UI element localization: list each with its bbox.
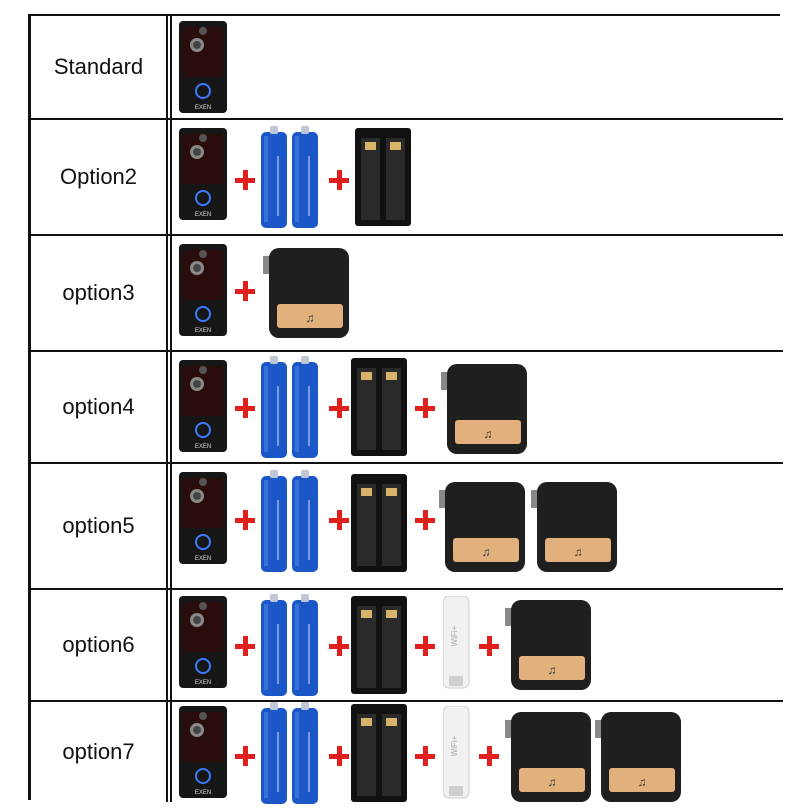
plus-icon <box>329 170 349 190</box>
battery-image <box>261 126 287 228</box>
plus-icon <box>235 281 255 301</box>
svg-text:EXEN: EXEN <box>195 444 211 450</box>
battery-image <box>261 470 287 572</box>
battery-image <box>292 594 318 696</box>
battery-image <box>261 702 287 804</box>
charger-image <box>351 474 407 572</box>
charger-image <box>351 358 407 456</box>
charger-image <box>351 704 407 802</box>
plus-icon <box>415 746 435 766</box>
music-note-icon: ♫ <box>482 545 491 559</box>
brand-text: EXEN <box>195 105 211 111</box>
wifi-extender-image: WiFi+ <box>443 596 470 689</box>
row-label: option7 <box>31 702 168 802</box>
row-label: option6 <box>31 590 168 700</box>
plus-icon <box>329 510 349 530</box>
plus-icon <box>235 170 255 190</box>
music-note-icon: ♫ <box>548 663 557 677</box>
doorbell-image: EXEN <box>179 472 227 565</box>
chime-image: ♫ <box>531 482 617 572</box>
battery-image <box>292 126 318 228</box>
svg-text:EXEN: EXEN <box>195 680 211 686</box>
options-table: Standard EXEN Option2 EXEN option3 EXEN … <box>28 14 783 804</box>
wifi-extender-image: WiFi+ <box>443 706 470 799</box>
plus-icon <box>415 510 435 530</box>
plus-icon <box>235 746 255 766</box>
svg-text:EXEN: EXEN <box>195 790 211 796</box>
doorbell-image: EXEN <box>179 128 227 221</box>
chime-image: ♫ <box>595 712 681 802</box>
chime-image: ♫ <box>505 712 591 802</box>
svg-text:EXEN: EXEN <box>195 328 211 334</box>
doorbell-image: EXEN <box>179 244 227 337</box>
plus-icon <box>329 398 349 418</box>
doorbell-image: EXEN <box>179 706 227 799</box>
plus-icon <box>479 636 499 656</box>
plus-icon <box>329 746 349 766</box>
chime-image: ♫ <box>505 600 591 690</box>
table-row: Option2 EXEN <box>31 120 783 236</box>
charger-image <box>355 128 411 226</box>
battery-image <box>261 594 287 696</box>
row-label: option5 <box>31 464 168 588</box>
table-row: option6 EXEN WiFi+ ♫ <box>31 590 783 702</box>
battery-image <box>292 702 318 804</box>
doorbell-image: EXEN <box>179 360 227 453</box>
row-label: option4 <box>31 352 168 462</box>
doorbell-image: EXEN <box>179 21 227 114</box>
extender-text: WiFi+ <box>450 625 459 646</box>
table-row: Standard EXEN <box>31 16 783 120</box>
battery-image <box>261 356 287 458</box>
plus-icon <box>479 746 499 766</box>
plus-icon <box>415 398 435 418</box>
chime-image: ♫ <box>263 248 349 338</box>
charger-image <box>351 596 407 694</box>
svg-text:EXEN: EXEN <box>195 212 211 218</box>
music-note-icon: ♫ <box>306 311 315 325</box>
chime-image: ♫ <box>441 364 527 454</box>
table-row: option3 EXEN ♫ <box>31 236 783 352</box>
svg-text:EXEN: EXEN <box>195 556 211 562</box>
plus-icon <box>329 636 349 656</box>
music-note-icon: ♫ <box>548 775 557 789</box>
music-note-icon: ♫ <box>484 427 493 441</box>
table-row: option7 EXEN WiFi+ ♫ ♫ <box>31 702 783 804</box>
row-label: option3 <box>31 236 168 350</box>
music-note-icon: ♫ <box>638 775 647 789</box>
row-label: Standard <box>31 16 168 118</box>
row-label: Option2 <box>31 120 168 234</box>
plus-icon <box>235 636 255 656</box>
battery-image <box>292 470 318 572</box>
plus-icon <box>235 510 255 530</box>
table-row: option4 EXEN ♫ <box>31 352 783 464</box>
doorbell-image: EXEN <box>179 596 227 689</box>
plus-icon <box>235 398 255 418</box>
music-note-icon: ♫ <box>574 545 583 559</box>
battery-image <box>292 356 318 458</box>
chime-image: ♫ <box>439 482 525 572</box>
extender-text: WiFi+ <box>450 735 459 756</box>
table-row: option5 EXEN ♫ ♫ <box>31 464 783 590</box>
plus-icon <box>415 636 435 656</box>
